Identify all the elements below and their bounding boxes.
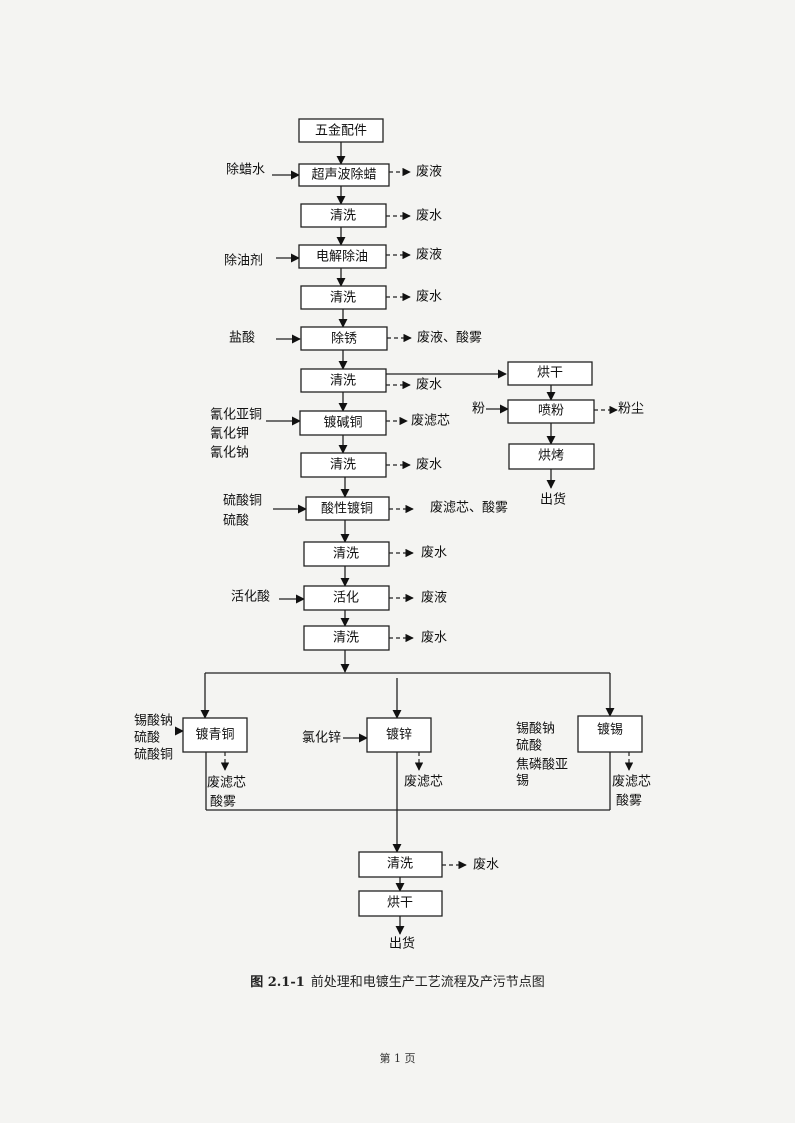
step-qingxi-3: 清洗 bbox=[330, 374, 356, 389]
box-qingxi-7 bbox=[358, 851, 443, 878]
figure-title: 前处理和电镀生产工艺流程及产污节点图 bbox=[310, 975, 545, 990]
page-number: 1 bbox=[394, 1052, 401, 1065]
input-liusuantong: 硫酸铜 bbox=[223, 494, 262, 509]
input-qinghuajia: 氰化钾 bbox=[210, 426, 249, 442]
box-duqingtong bbox=[182, 717, 248, 753]
step-chaosheng: 超声波除蜡 bbox=[311, 168, 376, 183]
box-qingxi-5 bbox=[303, 541, 390, 567]
process-flow-diagram: 五金配件 超声波除蜡 清洗 电解除油 清洗 除锈 清洗 镀碱铜 清洗 酸性镀铜 … bbox=[134, 118, 651, 952]
figure-number: 图 2.1-1 bbox=[250, 975, 305, 990]
output-feishui-3: 废水 bbox=[416, 377, 442, 393]
step-dianjie: 电解除油 bbox=[316, 250, 368, 265]
output-feilvxin-1: 废滤芯 bbox=[411, 413, 450, 429]
box-huohua bbox=[303, 585, 390, 611]
output-feishui-6: 废水 bbox=[421, 630, 447, 646]
box-wujin bbox=[298, 118, 384, 143]
step-hongkao: 烘烤 bbox=[538, 449, 564, 464]
step-qingxi-6: 清洗 bbox=[333, 631, 359, 646]
output-feilvxin-qingtong: 废滤芯 bbox=[207, 775, 246, 791]
input-liusuantong-2: 硫酸铜 bbox=[134, 748, 173, 763]
output-feishui-2: 废水 bbox=[416, 289, 442, 305]
box-chuxiu bbox=[300, 326, 388, 351]
step-suanxingdutong: 酸性镀铜 bbox=[321, 501, 373, 517]
output-labels: 废液 废水 废液 废水 废液、酸雾 废水 废滤芯 废水 废滤芯、酸雾 废水 废液… bbox=[207, 164, 651, 952]
input-lvhuaxin: 氯化锌 bbox=[302, 731, 341, 746]
box-dujiantong bbox=[299, 410, 387, 436]
input-xisuanna-2: 锡酸钠 bbox=[516, 722, 555, 737]
main-flow-connectors bbox=[200, 142, 615, 935]
input-qinghuana: 氰化钠 bbox=[210, 445, 249, 461]
input-xisuanna-1: 锡酸钠 bbox=[134, 714, 173, 729]
input-jiaolinsuanya: 焦磷酸亚 bbox=[516, 758, 568, 773]
box-duxin bbox=[366, 717, 432, 753]
step-qingxi-4: 清洗 bbox=[330, 458, 356, 473]
input-liusuan-3: 硫酸 bbox=[516, 739, 542, 754]
input-fen: 粉 bbox=[472, 402, 485, 417]
step-huohua: 活化 bbox=[333, 591, 359, 606]
input-liusuan-1: 硫酸 bbox=[223, 514, 249, 529]
input-arrows bbox=[174, 170, 509, 743]
output-feishui-1: 废水 bbox=[416, 208, 442, 224]
input-qinghuayatong: 氰化亚铜 bbox=[210, 407, 262, 423]
box-honggan-1 bbox=[507, 361, 593, 386]
input-chuyouji: 除油剂 bbox=[224, 254, 263, 269]
output-feishui-4: 废水 bbox=[416, 457, 442, 473]
step-chuxiu: 除锈 bbox=[331, 332, 357, 347]
output-suanwu-xi: 酸雾 bbox=[616, 794, 642, 809]
step-duxi: 镀锡 bbox=[597, 722, 623, 738]
process-labels: 五金配件 超声波除蜡 清洗 电解除油 清洗 除锈 清洗 镀碱铜 清洗 酸性镀铜 … bbox=[195, 123, 623, 911]
output-feilvxin-xin: 废滤芯 bbox=[404, 774, 443, 790]
step-qingxi-7: 清洗 bbox=[387, 857, 413, 872]
input-liusuan-2: 硫酸 bbox=[134, 731, 160, 746]
step-qingxi-2: 清洗 bbox=[330, 291, 356, 306]
box-honggan-2 bbox=[358, 890, 443, 917]
input-chulashui: 除蜡水 bbox=[226, 163, 265, 178]
output-fenchen: 粉尘 bbox=[618, 402, 644, 417]
step-duqingtong: 镀青铜 bbox=[195, 727, 234, 743]
input-yansuan: 盐酸 bbox=[229, 331, 255, 346]
output-feiye-suanwu: 废液、酸雾 bbox=[417, 330, 482, 346]
input-huohuasuan: 活化酸 bbox=[231, 590, 270, 605]
pollutant-arrows bbox=[220, 167, 634, 870]
box-qingxi-3 bbox=[300, 368, 387, 393]
output-chuhuo-1: 出货 bbox=[540, 492, 566, 508]
output-feiye-2: 废液 bbox=[416, 247, 442, 263]
step-qingxi-5: 清洗 bbox=[333, 547, 359, 562]
output-chuhuo-2: 出货 bbox=[389, 936, 415, 952]
step-honggan-1: 烘干 bbox=[537, 366, 563, 381]
box-penfen bbox=[507, 399, 595, 424]
box-chaosheng bbox=[298, 163, 390, 187]
process-boxes bbox=[182, 118, 643, 917]
output-feilvxin-suanwu: 废滤芯、酸雾 bbox=[430, 500, 508, 516]
box-hongkao bbox=[508, 443, 595, 470]
page-suffix: 页 bbox=[404, 1052, 416, 1065]
step-duxin: 镀锌 bbox=[386, 727, 412, 743]
box-qingxi-6 bbox=[303, 625, 390, 651]
step-wujin: 五金配件 bbox=[315, 123, 367, 139]
step-qingxi-1: 清洗 bbox=[330, 209, 356, 224]
box-qingxi-2 bbox=[300, 285, 387, 310]
output-feishui-5: 废水 bbox=[421, 545, 447, 561]
box-qingxi-4 bbox=[300, 452, 387, 478]
step-honggan-2: 烘干 bbox=[387, 896, 413, 911]
box-qingxi-1 bbox=[300, 203, 387, 228]
page-prefix: 第 bbox=[379, 1052, 391, 1065]
output-suanwu-qingtong: 酸雾 bbox=[210, 795, 236, 810]
output-feiye-3: 废液 bbox=[421, 590, 447, 606]
output-feiye-1: 废液 bbox=[416, 164, 442, 180]
input-xi: 锡 bbox=[516, 774, 529, 789]
page-footer: 第 1 页 bbox=[0, 1050, 795, 1066]
input-labels: 除蜡水 除油剂 盐酸 氰化亚铜 氰化钾 氰化钠 硫酸铜 硫酸 活化酸 锡酸钠 硫… bbox=[134, 163, 568, 789]
step-penfen: 喷粉 bbox=[538, 404, 564, 419]
figure-caption: 图 2.1-1 前处理和电镀生产工艺流程及产污节点图 bbox=[0, 971, 795, 990]
output-feishui-7: 废水 bbox=[473, 857, 499, 873]
box-duxi bbox=[577, 715, 643, 753]
box-dianjie bbox=[298, 244, 387, 269]
step-dujiantong: 镀碱铜 bbox=[323, 415, 362, 431]
box-suanxingdutong bbox=[305, 496, 390, 521]
output-feilvxin-xi: 废滤芯 bbox=[612, 774, 651, 790]
